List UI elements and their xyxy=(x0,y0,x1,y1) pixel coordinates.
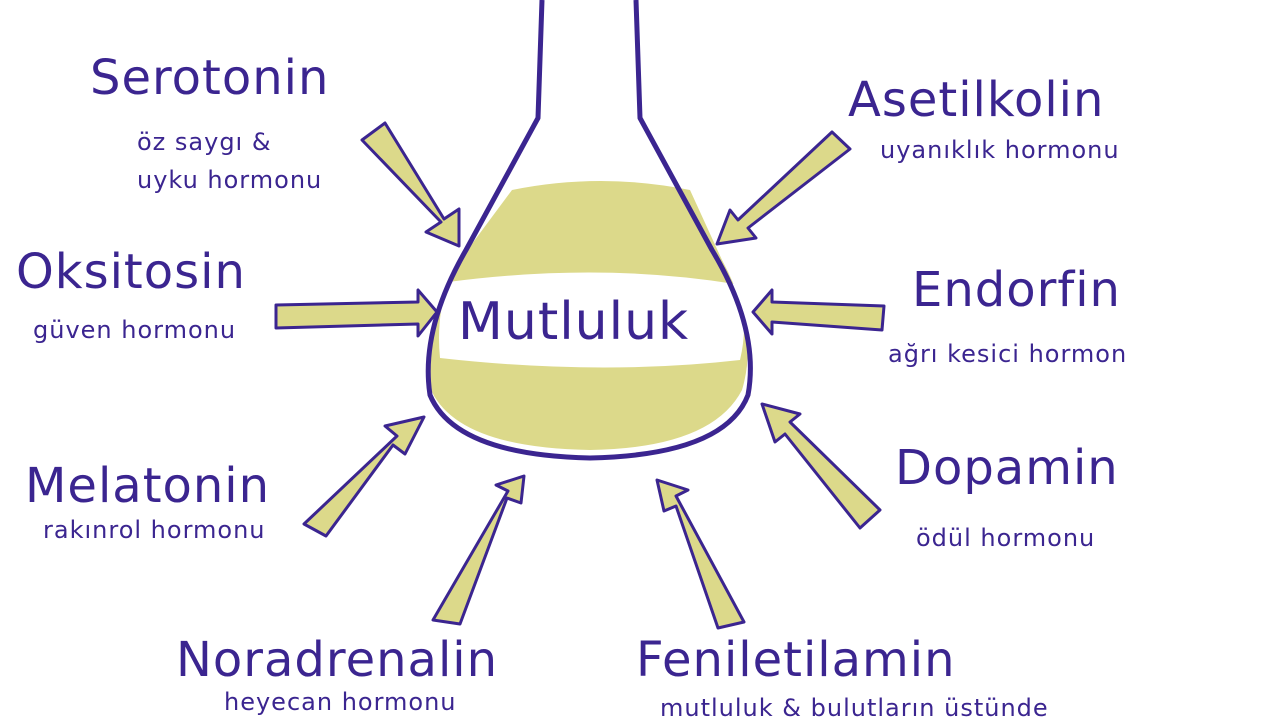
arrow-oksitosin xyxy=(274,288,439,338)
hormone-desc-serotonin-1: öz saygı & xyxy=(137,128,272,156)
arrow-melatonin xyxy=(302,415,426,538)
hormone-desc-asetilkolin: uyanıklık hormonu xyxy=(880,136,1120,164)
hormone-title-oksitosin: Oksitosin xyxy=(16,244,246,300)
arrow-asetilkolin xyxy=(715,130,852,246)
hormone-title-serotonin: Serotonin xyxy=(90,50,330,106)
hormone-title-feniletilamin: Feniletilamin xyxy=(636,632,956,688)
hormone-desc-endorfin: ağrı kesici hormon xyxy=(888,340,1128,368)
hormone-desc-noradrenalin: heyecan hormonu xyxy=(224,688,457,716)
hormone-desc-dopamin: ödül hormonu xyxy=(916,524,1096,552)
flask-outline xyxy=(425,0,753,461)
flask-liquid-highlight xyxy=(439,272,744,368)
arrow-feniletilamin xyxy=(655,478,746,630)
hormone-title-asetilkolin: Asetilkolin xyxy=(848,72,1105,128)
hormone-title-dopamin: Dopamin xyxy=(895,440,1119,496)
arrow-endorfin xyxy=(751,288,886,336)
hormone-title-melatonin: Melatonin xyxy=(25,458,271,514)
arrow-serotonin xyxy=(360,121,461,248)
arrow-dopamin xyxy=(760,402,882,530)
flask xyxy=(425,0,753,461)
hormone-desc-feniletilamin: mutluluk & bulutların üstünde xyxy=(660,694,1049,722)
hormone-title-endorfin: Endorfin xyxy=(912,262,1121,318)
hormone-desc-serotonin-2: uyku hormonu xyxy=(137,166,323,194)
hormone-desc-melatonin: rakınrol hormonu xyxy=(43,516,266,544)
arrow-noradrenalin xyxy=(431,474,526,626)
hormone-title-noradrenalin: Noradrenalin xyxy=(176,632,499,688)
hormone-desc-oksitosin: güven hormonu xyxy=(33,316,237,344)
center-label: Mutluluk xyxy=(458,292,690,352)
